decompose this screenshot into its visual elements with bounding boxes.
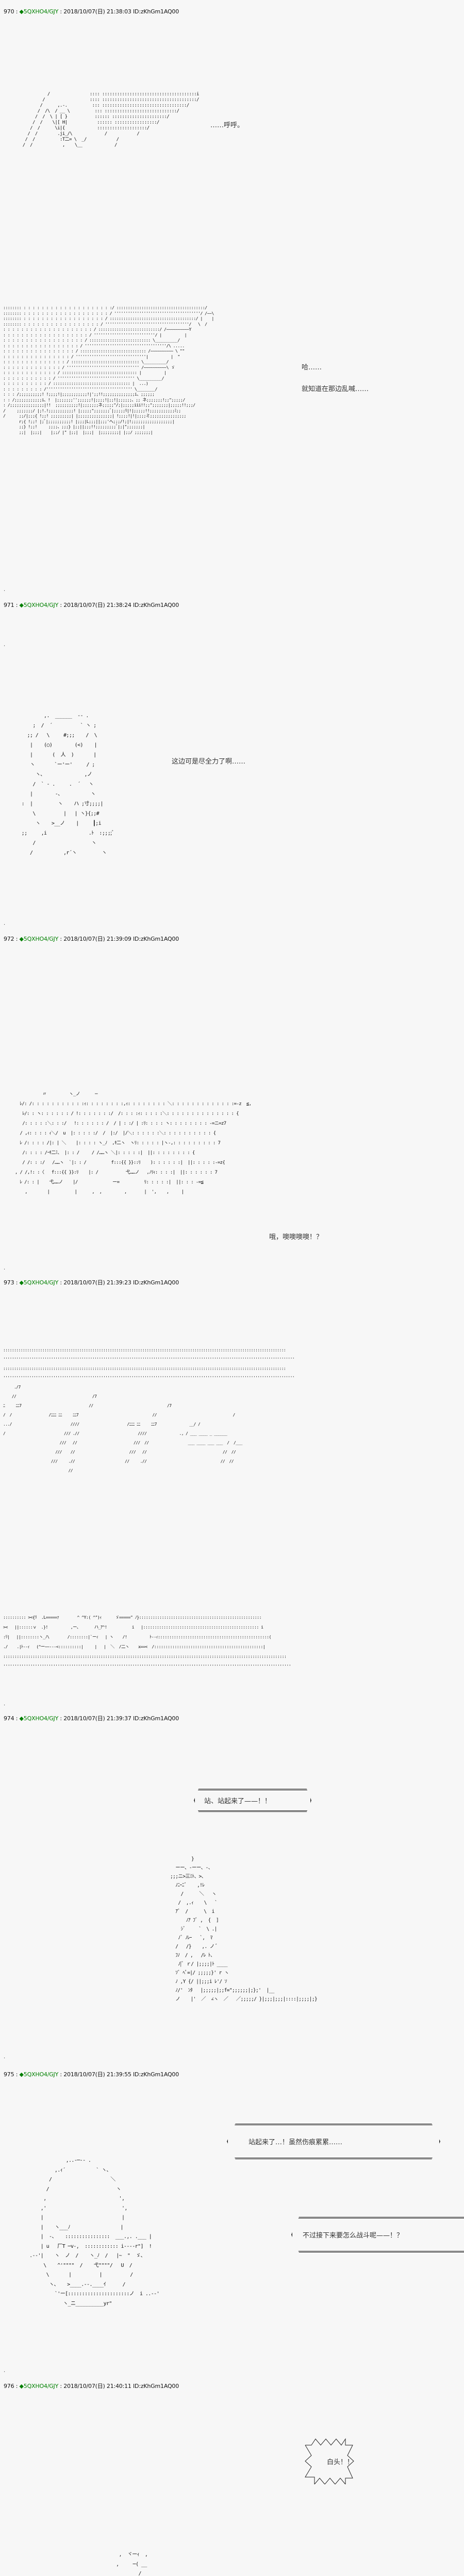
dialogue-974-1: 站、站起来了——！！ <box>204 1798 272 1805</box>
post-number: 973 <box>4 1279 14 1286</box>
post-date: 2018/10/07(日) 21:39:09 <box>63 936 131 942</box>
shout-burst-976: 白头！！ <box>304 2438 376 2484</box>
trip-code[interactable]: 5QXHO4/GJY <box>23 602 59 608</box>
post-date: 2018/10/07(日) 21:39:37 <box>63 1715 131 1722</box>
ascii-art-973-scene: :::::::::: ><{ﾘ .L=====ｧ ^ ^Y:( ^")ｨ ゞ==… <box>3 1615 291 1669</box>
post-id[interactable]: ID:zKhGm1AQ00 <box>133 8 179 15</box>
post-separator: . <box>4 587 6 592</box>
trip-diamond-icon: ◆ <box>19 2071 24 2078</box>
ascii-art-972-figure: 〃 ヽ_ノ ─ ﾚ/: /: : : : : : : : : : :ｨ: : :… <box>14 1092 252 1195</box>
post-separator: . <box>4 642 6 648</box>
burst-outline-icon <box>305 2438 354 2484</box>
trip-code[interactable]: 5QXHO4/GJY <box>23 2383 59 2389</box>
dialogue-970-1: ……呼呼。 <box>210 122 244 129</box>
post-header-971: 971 : ◆5QXHO4/GJY : 2018/10/07(日) 21:38:… <box>4 602 179 608</box>
dialogue-970-2: 哈…… <box>302 364 322 371</box>
trip-code[interactable]: 5QXHO4/GJY <box>23 936 59 942</box>
dialogue-975-2: 不过接下来要怎么战斗呢——！？ <box>303 2232 404 2240</box>
post-separator: . <box>4 1265 6 1271</box>
post-date: 2018/10/07(日) 21:38:24 <box>63 602 131 608</box>
post-id[interactable]: ID:zKhGm1AQ00 <box>133 936 179 942</box>
post-date: 2018/10/07(日) 21:40:11 <box>63 2383 131 2389</box>
ascii-art-970-figure: / :::: :::::::::::::::::::::::::::::::::… <box>22 92 200 148</box>
dialogue-972-1: 哦，噢噢噢噢！？ <box>269 1233 323 1241</box>
speech-bubble-975-1: 站起来了…！虽然伤痕累累…… <box>227 2124 440 2159</box>
trip-diamond-icon: ◆ <box>19 936 24 942</box>
trip-diamond-icon: ◆ <box>19 2383 24 2389</box>
ascii-art-973-sfx: ::::::::::::::::::::::::::::::::::::::::… <box>3 1348 295 1473</box>
post-id[interactable]: ID:zKhGm1AQ00 <box>133 1279 179 1286</box>
ascii-art-976-face: , ヾーｨ , , ─( __ / ,..-─‐- . (__ ,.ｨ´ ` ヽ… <box>116 2552 148 2576</box>
trip-diamond-icon: ◆ <box>19 8 24 15</box>
post-header-970: 970 : ◆5QXHO4/GJY : 2018/10/07(日) 21:38:… <box>4 8 179 15</box>
trip-diamond-icon: ◆ <box>19 602 24 608</box>
ascii-art-970-steam: :::::::: : : : : : : : : : : : : : : : :… <box>3 305 214 435</box>
post-id[interactable]: ID:zKhGm1AQ00 <box>133 1715 179 1722</box>
post-number: 972 <box>4 936 14 942</box>
post-date: 2018/10/07(日) 21:38:03 <box>63 8 131 15</box>
dialogue-975-1: 站起来了…！虽然伤痕累累…… <box>248 2139 343 2146</box>
post-header-973: 973 : ◆5QXHO4/GJY : 2018/10/07(日) 21:39:… <box>4 1279 179 1286</box>
ascii-art-974-figure: } ーー、‐ーー、‐、 ;;;ニ>三ﾐﾄ、>、 ﾉﾆｰﾆﾞ ,!ﾚ / ＼ ヽ … <box>170 1856 318 2002</box>
trip-diamond-icon: ◆ <box>19 1279 24 1286</box>
post-date: 2018/10/07(日) 21:39:23 <box>63 1279 131 1286</box>
post-id[interactable]: ID:zKhGm1AQ00 <box>133 2071 179 2078</box>
speech-bubble-974: 站、站起来了——！！ <box>194 1789 311 1812</box>
post-number: 971 <box>4 602 14 608</box>
post-id[interactable]: ID:zKhGm1AQ00 <box>133 602 179 608</box>
post-header-972: 972 : ◆5QXHO4/GJY : 2018/10/07(日) 21:39:… <box>4 936 179 942</box>
dialogue-971-1: 这边可是尽全力了啊…… <box>172 758 246 766</box>
post-separator: . <box>4 2054 6 2060</box>
post-id[interactable]: ID:zKhGm1AQ00 <box>133 2383 179 2389</box>
post-header-974: 974 : ◆5QXHO4/GJY : 2018/10/07(日) 21:39:… <box>4 1715 179 1722</box>
post-number: 975 <box>4 2071 14 2078</box>
post-header-976: 976 : ◆5QXHO4/GJY : 2018/10/07(日) 21:40:… <box>4 2383 179 2389</box>
trip-code[interactable]: 5QXHO4/GJY <box>23 1715 59 1722</box>
post-number: 970 <box>4 8 14 15</box>
post-separator: . <box>4 1701 6 1707</box>
trip-diamond-icon: ◆ <box>19 1715 24 1722</box>
trip-code[interactable]: 5QXHO4/GJY <box>23 2071 59 2078</box>
dialogue-976-1: 白头！！ <box>326 2458 354 2466</box>
post-separator: . <box>4 2368 6 2374</box>
post-separator: . <box>4 921 6 926</box>
post-date: 2018/10/07(日) 21:39:55 <box>63 2071 131 2078</box>
post-number: 976 <box>4 2383 14 2389</box>
trip-code[interactable]: 5QXHO4/GJY <box>23 8 59 15</box>
post-header-975: 975 : ◆5QXHO4/GJY : 2018/10/07(日) 21:39:… <box>4 2071 179 2078</box>
dialogue-970-3: 就知道在那边乱喊…… <box>302 385 369 393</box>
post-number: 974 <box>4 1715 14 1722</box>
ascii-art-975-face: ,..-─‐- . ,.ｨ´ ` ヽ、 / ＼ / ヽ , ', ,' ', <box>29 2158 160 2307</box>
ascii-art-971-figure: ,. ______ ‐- . ; / ´ ` ヽ ; ;; / \ #;;; /… <box>21 713 114 856</box>
speech-bubble-975-2: 不过接下来要怎么战斗呢——！？ <box>291 2217 464 2252</box>
trip-code[interactable]: 5QXHO4/GJY <box>23 1279 59 1286</box>
